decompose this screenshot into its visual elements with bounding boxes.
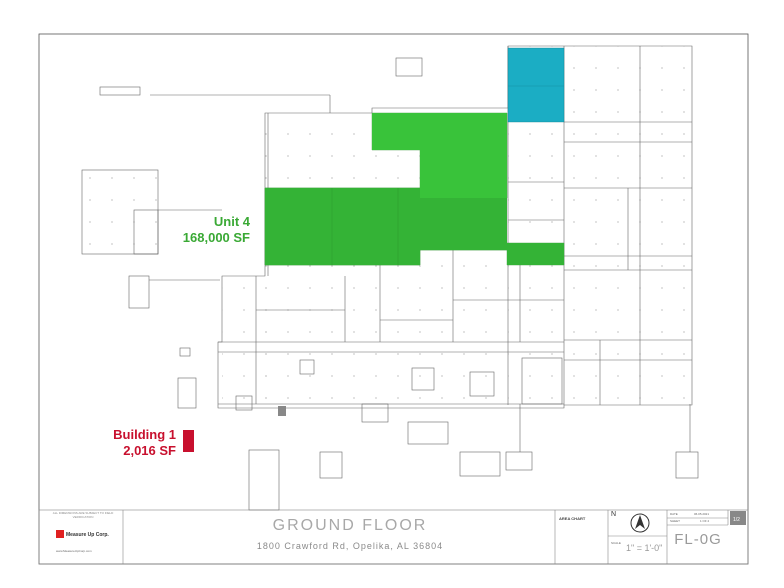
building-1-area — [183, 430, 194, 452]
revision-value: 1/2 — [733, 517, 740, 523]
scale-label: SCALE — [611, 541, 621, 545]
detached-structures — [81, 57, 699, 511]
area-chart-heading: AREA CHART — [559, 516, 586, 521]
north-label: N — [611, 511, 617, 518]
building-1-area-label: 2,016 SF — [123, 443, 176, 458]
building-1-label: Building 1 — [113, 427, 176, 442]
company-logo-icon — [56, 530, 64, 538]
north-arrow-icon — [630, 513, 650, 533]
sheet-label: SHEET — [670, 519, 681, 523]
company-name: Measure Up Corp. — [66, 532, 109, 538]
sheet-value: 1 OF 2 — [700, 519, 710, 523]
property-address: 1800 Crawford Rd, Opelika, AL 36804 — [256, 541, 444, 551]
disclaimer-text: ALL DIMENSIONS ARE SUBJECT TO FIELD VERI… — [52, 511, 114, 519]
title-block — [38, 509, 749, 565]
floor-title: GROUND FLOOR — [272, 517, 428, 534]
unit-4-area — [264, 112, 565, 266]
teal-unit-area — [507, 47, 565, 123]
date-value: 06.05.2021 — [694, 512, 710, 516]
unit-4-label: Unit 4 — [213, 214, 250, 229]
scale-value: 1" = 1'-0" — [626, 543, 663, 553]
unit-4-area-label: 168,000 SF — [182, 230, 250, 245]
sheet-id: FL-0G — [674, 531, 722, 548]
company-website: www.MeasureUpCorp.com — [56, 549, 92, 553]
date-label: DATE — [670, 512, 678, 516]
